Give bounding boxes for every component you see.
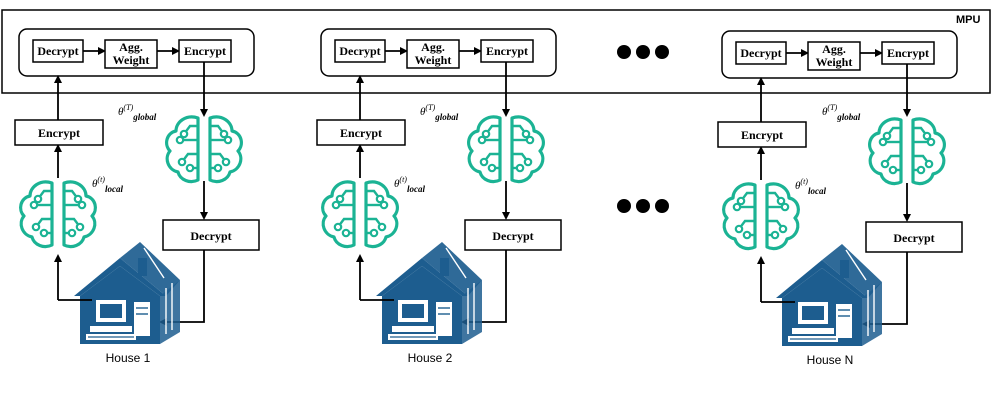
theta-local-n: θ(t)local bbox=[795, 177, 826, 196]
house-icon bbox=[73, 241, 181, 345]
client-decrypt-box-2 bbox=[464, 219, 562, 251]
client-group-n: Decrypt Agg. Weight Encrypt θ(T)global D… bbox=[717, 30, 963, 367]
agg-weight-box-1 bbox=[104, 39, 158, 69]
client-encrypt-box-n bbox=[717, 121, 807, 148]
client-group-1: Decrypt Agg. Weight Encrypt θ(T)global D… bbox=[14, 28, 260, 365]
client-encrypt-box-1 bbox=[14, 119, 104, 146]
client-decrypt-label-n: Decrypt bbox=[893, 231, 934, 245]
brain-icon bbox=[722, 182, 800, 251]
ellipsis-dots-top bbox=[617, 45, 669, 59]
theta-global-n: θ(T)global bbox=[822, 103, 861, 122]
mpu-encrypt-label-1: Encrypt bbox=[184, 44, 226, 58]
brain-icon bbox=[19, 180, 97, 249]
brain-icon bbox=[467, 115, 545, 184]
weight-label-1: Weight bbox=[113, 53, 150, 67]
client-decrypt-label-2: Decrypt bbox=[492, 229, 533, 243]
brain-icon bbox=[321, 180, 399, 249]
agg-label-1: Agg. bbox=[119, 40, 143, 54]
mpu-encrypt-box-1 bbox=[178, 39, 232, 63]
mpu-box bbox=[1, 9, 991, 94]
house-icon bbox=[775, 243, 883, 347]
mpu-label: MPU bbox=[956, 14, 981, 26]
agg-label-n: Agg. bbox=[822, 42, 846, 56]
house-label-n: House N bbox=[807, 353, 854, 367]
client-encrypt-label-n: Encrypt bbox=[741, 128, 783, 142]
client-encrypt-box-2 bbox=[316, 119, 406, 146]
mpu-encrypt-label-n: Encrypt bbox=[887, 46, 929, 60]
mpu-encrypt-box-2 bbox=[480, 39, 534, 63]
client-decrypt-label-1: Decrypt bbox=[190, 229, 231, 243]
theta-local-1: θ(t)local bbox=[92, 175, 123, 194]
house-icon bbox=[375, 241, 483, 345]
theta-global-1: θ(T)global bbox=[118, 103, 157, 122]
client-decrypt-box-n bbox=[865, 221, 963, 253]
theta-local-2: θ(t)local bbox=[394, 175, 425, 194]
brain-icon bbox=[165, 115, 243, 184]
brain-icon bbox=[868, 117, 946, 186]
client-encrypt-label-2: Encrypt bbox=[340, 126, 382, 140]
client-decrypt-box-1 bbox=[162, 219, 260, 251]
agg-weight-box-n bbox=[807, 41, 861, 71]
ellipsis-dots-middle bbox=[617, 199, 669, 213]
mpu-encrypt-label-2: Encrypt bbox=[486, 44, 528, 58]
mpu-decrypt-label-2: Decrypt bbox=[339, 44, 380, 58]
client-group-2: Decrypt Agg. Weight Encrypt θ(T)global D… bbox=[316, 28, 562, 365]
mpu-decrypt-label-1: Decrypt bbox=[37, 44, 78, 58]
house-label-1: House 1 bbox=[106, 351, 151, 365]
agg-label-2: Agg. bbox=[421, 40, 445, 54]
weight-label-n: Weight bbox=[816, 55, 853, 69]
theta-global-2: θ(T)global bbox=[420, 103, 459, 122]
client-encrypt-label-1: Encrypt bbox=[38, 126, 80, 140]
house-label-2: House 2 bbox=[408, 351, 453, 365]
mpu-decrypt-label-n: Decrypt bbox=[740, 46, 781, 60]
mpu-encrypt-box-n bbox=[881, 41, 935, 65]
weight-label-2: Weight bbox=[415, 53, 452, 67]
agg-weight-box-2 bbox=[406, 39, 460, 69]
